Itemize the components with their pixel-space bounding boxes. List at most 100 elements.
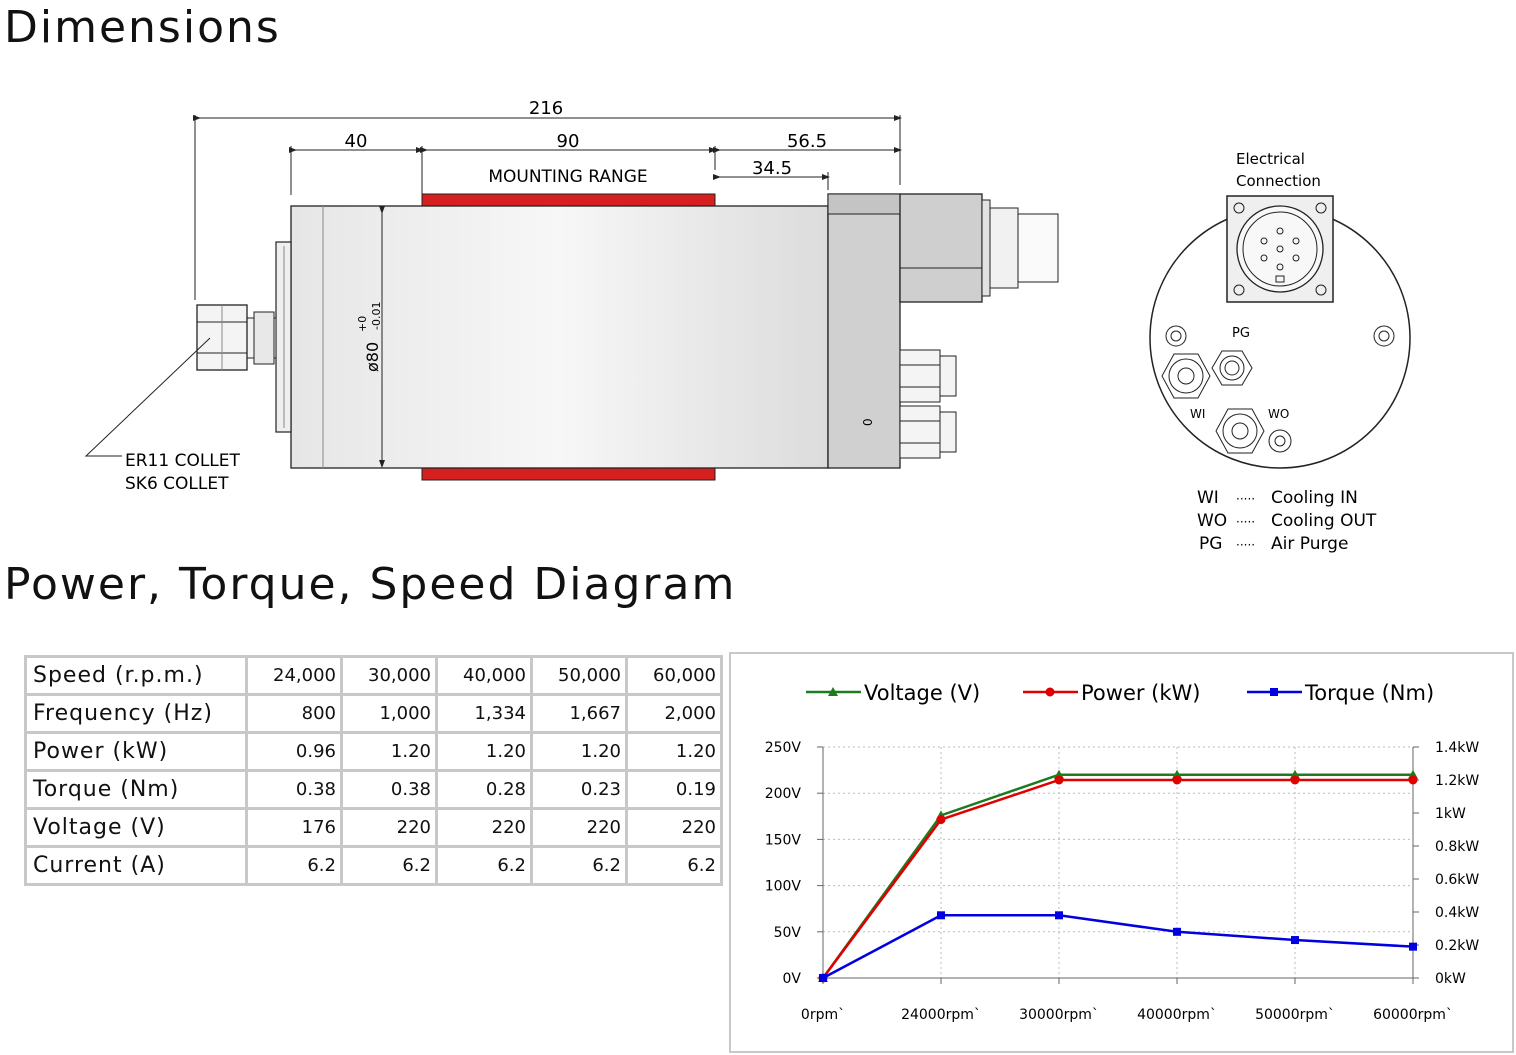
electrical-connection-title-line1: Electrical	[1236, 150, 1305, 168]
legend-dots-wi: ·····	[1236, 492, 1255, 506]
data-point	[937, 911, 945, 920]
spindle-end-view-drawing: Electrical Connection PG WI WO	[1149, 150, 1411, 554]
screw-left	[1165, 325, 1187, 347]
data-point	[936, 815, 946, 825]
diameter-label: ø80	[363, 342, 382, 372]
y-right-tick-label: 0.4kW	[1435, 905, 1479, 921]
y-right-tick-label: 1kW	[1435, 806, 1466, 822]
data-point	[1409, 942, 1417, 951]
table-cell: 220	[435, 807, 533, 848]
connector-housing	[899, 193, 983, 303]
data-point	[1054, 775, 1064, 785]
wi-fitting	[1161, 353, 1211, 399]
table-cell: 1.20	[530, 731, 628, 772]
legend-desc-wi: Cooling IN	[1271, 488, 1358, 508]
connector-plug	[981, 199, 991, 297]
power-torque-speed-heading: Power, Torque, Speed Diagram	[4, 559, 737, 610]
y-right-tick-label: 0.6kW	[1435, 872, 1479, 888]
row-label: Speed (r.p.m.)	[24, 655, 248, 696]
y-right-tick-label: 0kW	[1435, 971, 1466, 987]
y-right-tick-label: 1.2kW	[1435, 773, 1479, 789]
table-cell: 0.38	[340, 769, 438, 810]
y-right-tick-label: 0.8kW	[1435, 839, 1479, 855]
side-mark: 0	[861, 418, 875, 426]
legend-marker	[1270, 688, 1278, 696]
y-left-tick-label: 250V	[765, 740, 802, 756]
table-cell: 176	[245, 807, 343, 848]
table-cell: 2,000	[625, 693, 723, 734]
y-right-tick-label: 1.4kW	[1435, 740, 1479, 756]
table-row: Torque (Nm) 0.38 0.38 0.28 0.23 0.19	[24, 769, 723, 810]
table-cell: 6.2	[530, 845, 628, 886]
table-cell: 50,000	[530, 655, 628, 696]
table-cell: 0.38	[245, 769, 343, 810]
x-tick-label: 0rpm`	[801, 1007, 845, 1023]
dim-56-5-label: 56.5	[787, 131, 827, 152]
data-point	[1055, 911, 1063, 920]
x-tick-label: 30000rpm`	[1019, 1007, 1099, 1023]
table-row: Current (A) 6.2 6.2 6.2 6.2 6.2	[24, 845, 723, 886]
dim-216-label: 216	[529, 98, 563, 119]
table-cell: 6.2	[435, 845, 533, 886]
table-cell: 40,000	[435, 655, 533, 696]
legend-label: Torque (Nm)	[1304, 681, 1434, 705]
x-tick-label: 60000rpm`	[1373, 1007, 1453, 1023]
collet-label-line2: SK6 COLLET	[125, 474, 229, 494]
mounting-range-bar-bottom	[421, 467, 716, 481]
row-label: Power (kW)	[24, 731, 248, 772]
row-label: Torque (Nm)	[24, 769, 248, 810]
table-row: Voltage (V) 176 220 220 220 220	[24, 807, 723, 848]
pg-label: PG	[1232, 326, 1250, 341]
connector-plug-cap	[1017, 213, 1059, 283]
y-left-tick-label: 100V	[765, 879, 802, 895]
dim-34-5-label: 34.5	[752, 158, 792, 179]
small-port	[1268, 429, 1292, 453]
table-cell: 0.23	[530, 769, 628, 810]
data-point	[1408, 775, 1418, 785]
table-cell: 1,000	[340, 693, 438, 734]
spindle-side-view-drawing: 216 40 90 56.5 34.5 MOUNTING RANGE ø80 +…	[84, 98, 1059, 494]
table-cell: 1,334	[435, 693, 533, 734]
x-tick-label: 24000rpm`	[901, 1007, 981, 1023]
dim-90-label: 90	[557, 131, 580, 152]
table-cell: 30,000	[340, 655, 438, 696]
table-cell: 220	[340, 807, 438, 848]
end-view-legend: WI ····· Cooling IN WO ····· Cooling OUT…	[1197, 488, 1377, 554]
data-point	[1291, 936, 1299, 945]
table-row: Speed (r.p.m.) 24,000 30,000 40,000 50,0…	[24, 655, 723, 696]
dimension-lines	[193, 115, 902, 300]
dim-40-label: 40	[345, 131, 368, 152]
table-cell: 1,667	[530, 693, 628, 734]
table-cell: 0.19	[625, 769, 723, 810]
row-label: Voltage (V)	[24, 807, 248, 848]
series-line	[821, 773, 1413, 979]
spec-table: Speed (r.p.m.) 24,000 30,000 40,000 50,0…	[24, 655, 723, 886]
legend-marker	[1045, 687, 1055, 697]
data-point	[819, 974, 827, 982]
table-cell: 220	[530, 807, 628, 848]
data-point	[1173, 927, 1181, 936]
screw-right	[1373, 325, 1395, 347]
spindle-body	[290, 205, 829, 469]
table-cell: 800	[245, 693, 343, 734]
table-cell: 1.20	[625, 731, 723, 772]
table-cell: 1.20	[340, 731, 438, 772]
legend-desc-wo: Cooling OUT	[1271, 511, 1377, 531]
y-left-tick-label: 200V	[765, 786, 802, 802]
table-cell: 0.96	[245, 731, 343, 772]
table-row: Frequency (Hz) 800 1,000 1,334 1,667 2,0…	[24, 693, 723, 734]
fitting-top	[899, 349, 957, 403]
table-cell: 60,000	[625, 655, 723, 696]
fitting-bottom	[899, 405, 957, 459]
wi-label: WI	[1190, 407, 1205, 421]
y-left-tick-label: 0V	[783, 971, 802, 987]
row-label: Frequency (Hz)	[24, 693, 248, 734]
y-left-tick-label: 150V	[765, 832, 802, 848]
series-line	[822, 914, 1414, 980]
electrical-connection-title-line2: Connection	[1236, 172, 1321, 190]
row-label: Current (A)	[24, 845, 248, 886]
y-left-tick-label: 50V	[774, 925, 802, 941]
dimensions-heading: Dimensions	[4, 2, 281, 53]
x-tick-label: 50000rpm`	[1255, 1007, 1335, 1023]
